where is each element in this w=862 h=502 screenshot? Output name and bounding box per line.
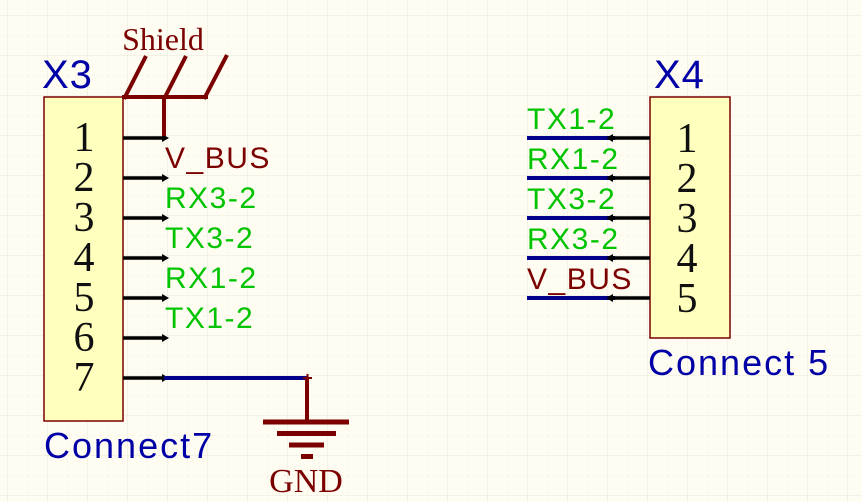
x4-pin-1[interactable]: 1 [606,116,698,162]
x4-pin-5-number: 5 [677,276,698,322]
net-label-x3-tx1-2[interactable]: TX1-2 [165,302,254,335]
x3-pin-2-number: 2 [74,155,95,201]
net-label-x4-vbus[interactable]: V_BUS [527,263,633,296]
net-label-x4-tx1-2[interactable]: TX1-2 [527,103,616,136]
gnd-power-port[interactable]: GND [263,374,349,500]
net-label-x3-rx1-2[interactable]: RX1-2 [165,262,258,295]
x4-pin-3[interactable]: 3 [606,196,698,242]
gnd-net-label[interactable]: GND [269,463,343,500]
x3-pin-5[interactable]: 5 [74,275,170,321]
x4-pin-4-number: 4 [677,236,698,282]
x3-pin-2[interactable]: 2 [74,155,170,201]
net-label-x3-rx3-2[interactable]: RX3-2 [165,182,258,215]
net-label-x4-rx1-2[interactable]: RX1-2 [527,143,620,176]
x3-pin-7-number: 7 [74,355,95,401]
connector-x3[interactable]: X3 Connect7 1 2 3 4 5 [42,53,214,466]
x3-pin-5-number: 5 [74,275,95,321]
x4-pin-5[interactable]: 5 [606,276,698,322]
x4-pin-2-number: 2 [677,156,698,202]
x3-pin-6-number: 6 [74,315,95,361]
x4-designator[interactable]: X4 [654,53,705,97]
x3-pin-3-number: 3 [74,195,95,241]
x3-pin-1-number: 1 [74,115,95,161]
net-label-x3-vbus[interactable]: V_BUS [165,142,271,175]
x4-body[interactable] [649,96,731,339]
x3-pin-1[interactable]: 1 [74,115,170,161]
x3-pin-6[interactable]: 6 [74,315,170,361]
x4-comment[interactable]: Connect 5 [648,342,830,383]
net-label-x4-rx3-2[interactable]: RX3-2 [527,223,620,256]
x3-pin-4-number: 4 [74,235,95,281]
x4-pin-2[interactable]: 2 [606,156,698,202]
net-label-x3-tx3-2[interactable]: TX3-2 [165,222,254,255]
net-label-x4-tx3-2[interactable]: TX3-2 [527,183,616,216]
x3-pin-4[interactable]: 4 [74,235,170,281]
x3-pin-3[interactable]: 3 [74,195,170,241]
x4-pin-3-number: 3 [677,196,698,242]
x3-pin-7[interactable]: 7 [74,355,170,401]
x4-pin-1-number: 1 [677,116,698,162]
connector-x4[interactable]: X4 Connect 5 1 2 3 4 5 [606,53,830,383]
x3-comment[interactable]: Connect7 [44,425,214,466]
shield-power-port[interactable]: Shield [122,21,229,136]
x4-pin-4[interactable]: 4 [606,236,698,282]
x3-designator[interactable]: X3 [42,53,93,97]
shield-net-label[interactable]: Shield [122,21,204,57]
